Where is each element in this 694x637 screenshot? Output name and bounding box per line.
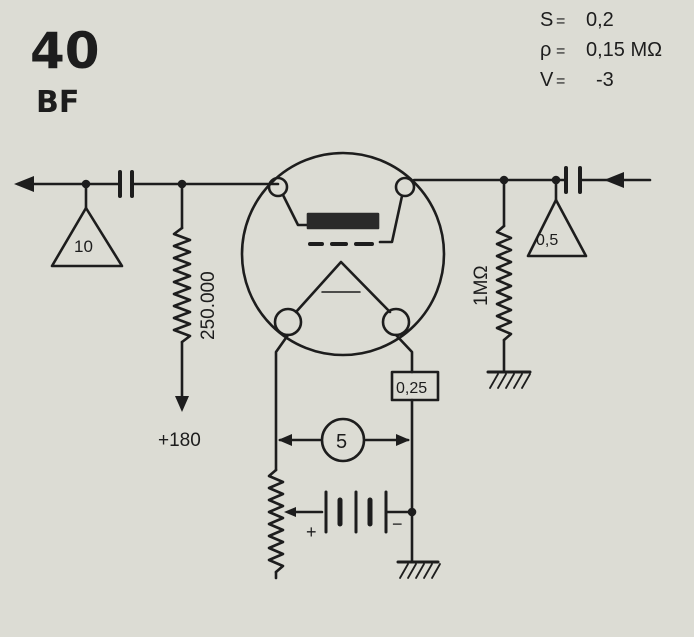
tube-envelope	[240, 151, 446, 357]
plate-electrode	[306, 212, 380, 230]
ground-cathode	[399, 563, 441, 579]
cathode-left-branch	[267, 333, 290, 580]
s-label: S	[540, 9, 553, 31]
cathode-resistor-label: 0,25	[396, 380, 427, 397]
battery-plus-label: +	[306, 522, 317, 542]
svg-text:=: =	[556, 13, 565, 30]
parameter-block: S = 0,2 ρ = 0,15 MΩ V = -3	[540, 9, 662, 91]
plate-resistor	[172, 182, 192, 412]
s-value: 0,2	[586, 9, 614, 31]
tube-code: BF	[36, 85, 79, 120]
svg-text:=: =	[556, 73, 565, 90]
battery-minus-label: −	[392, 514, 403, 534]
plate-resistor-label: 250.000	[198, 271, 219, 340]
gain-left-label: 10	[74, 237, 93, 256]
svg-text:=: =	[556, 43, 565, 60]
output-line	[14, 170, 280, 198]
supply-voltage-label: +180	[158, 430, 201, 451]
battery	[284, 490, 414, 534]
grid-resistor	[486, 178, 532, 374]
gain-right-label: 0,5	[536, 232, 558, 249]
input-line	[412, 166, 652, 194]
grid-resistor-label: 1MΩ	[471, 265, 492, 306]
gain-triangle-right	[526, 178, 588, 258]
gain-triangle-left	[50, 182, 124, 268]
meter-dimension	[278, 417, 410, 463]
tube-number: 40	[30, 22, 100, 80]
rho-value: 0,15 MΩ	[586, 39, 662, 61]
v-value: -3	[596, 69, 614, 91]
v-label: V	[540, 69, 554, 91]
rho-label: ρ	[540, 39, 551, 61]
ground-grid	[489, 373, 531, 389]
meter-label: 5	[336, 431, 347, 453]
